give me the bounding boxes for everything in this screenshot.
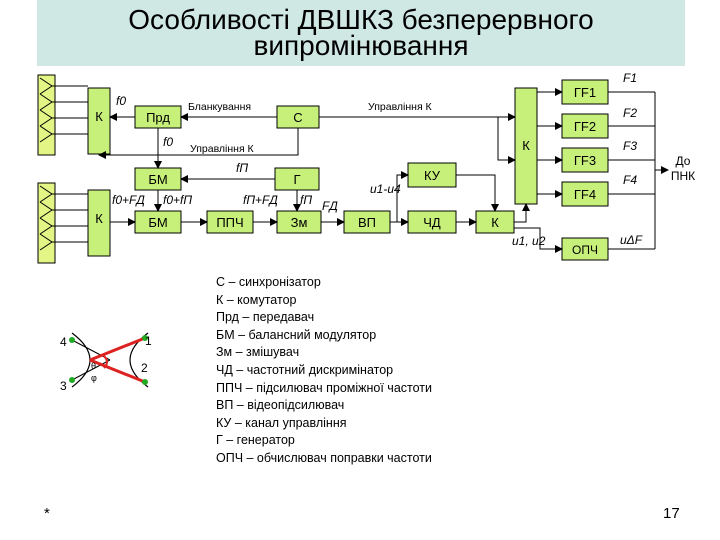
- signal-f0-plus-fd: f0+FД: [112, 193, 145, 207]
- label-k-top: К: [95, 109, 103, 124]
- block-k-bottom: [87, 189, 111, 257]
- label-k-big: К: [522, 138, 530, 153]
- label-gf3: ГF3: [574, 153, 596, 168]
- beam-point-3: [69, 377, 75, 383]
- beam-pattern-diagram: 4 3 1 2 θ φ: [60, 332, 152, 393]
- slide-title-line-1: Особливості ДВШКЗ безперервного: [128, 4, 594, 35]
- beam-angle-arc: [103, 355, 108, 369]
- signal-u1-u2: u1, u2: [512, 234, 546, 248]
- label-k-bottom: К: [95, 211, 103, 226]
- label-zm: Зм: [291, 215, 308, 230]
- legend-item: БМ – балансний модулятор: [216, 327, 377, 342]
- beam-theta: θ: [91, 361, 96, 371]
- page-number: 17: [663, 505, 680, 522]
- signal-F2: F2: [623, 106, 637, 120]
- beam-ray-2: [89, 358, 146, 384]
- legend-item: К – комутатор: [216, 292, 297, 307]
- legend-item: Прд – передавач: [216, 310, 315, 325]
- block-gf3: [561, 147, 609, 173]
- signal-F4: F4: [623, 173, 637, 187]
- label-gf2: ГF2: [574, 119, 596, 134]
- label-bm-bottom: БМ: [148, 215, 167, 230]
- wire-ku-to-k: [456, 174, 499, 212]
- legend-item: С – синхронізатор: [216, 275, 321, 289]
- beam-label-1: 1: [145, 334, 152, 348]
- legend-item: Г – генератор: [216, 433, 295, 448]
- signal-control-k-top: Управління К: [368, 101, 433, 113]
- wire-control-k: [98, 128, 299, 159]
- signal-F3: F3: [623, 139, 637, 153]
- label-g: Г: [293, 172, 300, 187]
- antenna-array-top: [37, 74, 88, 156]
- wire-control-k-big: [497, 117, 516, 164]
- slide-title-line-2: випромінювання: [253, 30, 469, 61]
- signal-f0-mid: f0: [163, 135, 173, 149]
- beam-label-2: 2: [141, 361, 148, 375]
- beam-phi: φ: [91, 373, 97, 383]
- legend-item: Зм – змішувач: [216, 345, 300, 360]
- signal-F1: F1: [623, 71, 637, 85]
- signal-fd: FД: [322, 199, 338, 213]
- beam-line-3: [71, 359, 111, 381]
- beam-point-1: [142, 335, 148, 341]
- label-ppch: ППЧ: [216, 215, 243, 230]
- beam-label-3: 3: [60, 379, 67, 393]
- label-pnk: ПНК: [671, 169, 695, 183]
- signal-control-k-bottom: Управління К: [190, 143, 255, 155]
- abbreviation-legend: С – синхронізатор К – комутатор Прд – пе…: [216, 274, 432, 468]
- label-ku: КУ: [424, 168, 441, 183]
- label-s: С: [293, 110, 302, 125]
- label-vp: ВП: [358, 215, 376, 230]
- wire-k-to-opch: [514, 227, 563, 253]
- beam-point-2: [142, 379, 148, 385]
- block-gf2: [561, 113, 609, 139]
- beam-lobe-left: [71, 332, 91, 388]
- signal-f0-plus-fp: f0+fП: [163, 193, 192, 207]
- label-prd: Прд: [146, 110, 170, 125]
- signal-u1-u4: u1-u4: [370, 182, 401, 196]
- signal-fp-top: fП: [236, 161, 248, 175]
- legend-item: ОПЧ – обчислювач поправки частоти: [216, 450, 432, 465]
- label-bm-top: БМ: [148, 172, 167, 187]
- legend-item: ППЧ – підсилювач проміжної частоти: [216, 380, 432, 395]
- footer-asterisk: *: [44, 505, 50, 522]
- antenna-array-bottom: [37, 182, 88, 264]
- signal-f0-top: f0: [116, 94, 126, 108]
- signal-blanking: Бланкування: [188, 101, 251, 113]
- beam-ray-1: [89, 336, 146, 362]
- signal-fp-plus-fd: fП+FД: [243, 193, 278, 207]
- label-gf4: ГF4: [574, 187, 596, 202]
- title-band: [37, 0, 685, 66]
- label-to: До: [676, 154, 691, 168]
- signal-fp-right: fП: [300, 193, 312, 207]
- signal-u-df: uΔF: [620, 233, 643, 247]
- legend-item: КУ – канал управління: [216, 415, 347, 430]
- legend-item: ВП – відеопідсилювач: [216, 398, 345, 413]
- wire-k-to-k-big: [514, 203, 530, 223]
- label-gf1: ГF1: [574, 85, 596, 100]
- beam-point-4: [69, 337, 75, 343]
- label-chd: ЧД: [423, 215, 441, 230]
- wire-vp-to-ku: [396, 171, 409, 222]
- legend-item: ЧД – частотний дискримінатор: [216, 362, 394, 377]
- beam-label-4: 4: [60, 335, 67, 349]
- label-opch: ОПЧ: [572, 243, 598, 257]
- label-k-mid: К: [491, 215, 499, 230]
